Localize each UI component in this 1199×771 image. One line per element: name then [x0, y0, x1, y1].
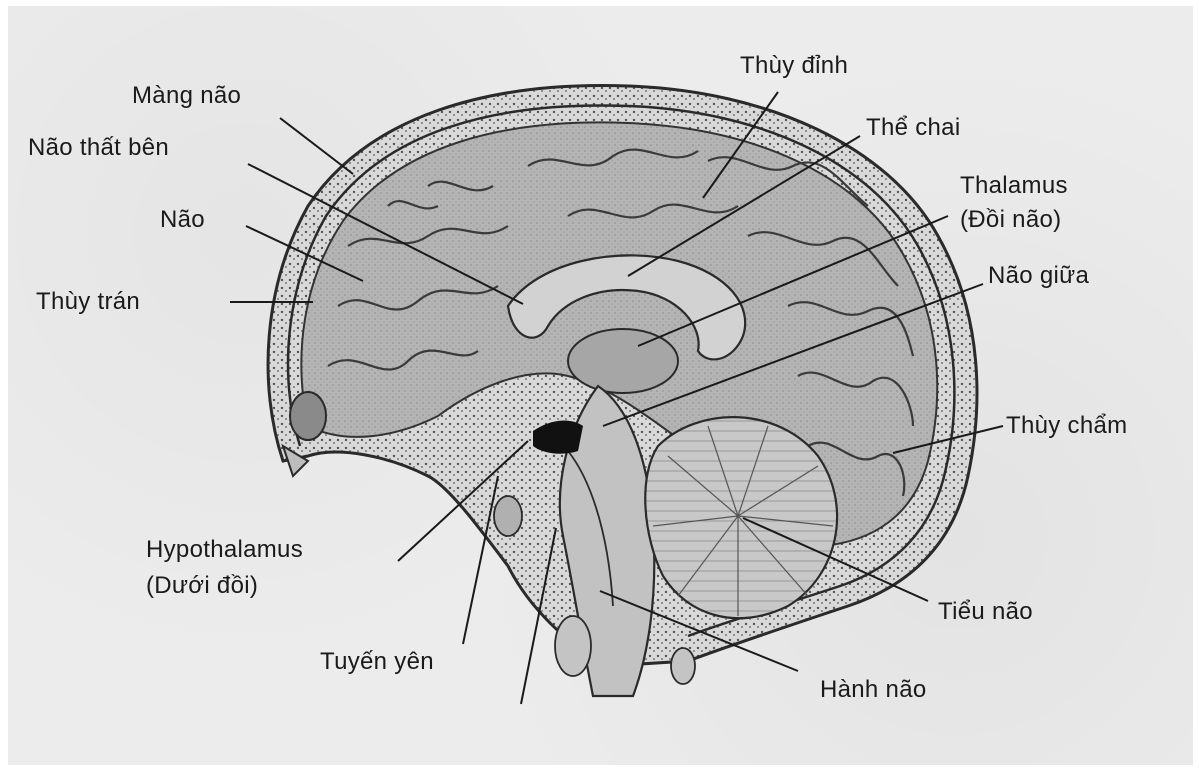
label-thuy-dinh: Thùy đỉnh: [740, 52, 848, 80]
label-thuy-tran: Thùy trán: [36, 288, 140, 316]
diagram-page: Màng não Não thất bên Não Thùy trán Thùy…: [8, 6, 1193, 765]
label-hypothalamus-vn: (Dưới đồi): [146, 572, 258, 600]
label-hanh-nao: Hành não: [820, 676, 927, 704]
label-mang-nao: Màng não: [132, 82, 241, 110]
frontal-sinus: [290, 392, 326, 440]
label-nao-that-ben: Não thất bên: [28, 134, 169, 162]
label-nao: Não: [160, 206, 205, 234]
label-thalamus: Thalamus: [960, 172, 1068, 200]
label-nao-giua: Não giữa: [988, 262, 1089, 290]
label-tuyen-yen: Tuyến yên: [320, 648, 434, 676]
label-the-chai: Thể chai: [866, 114, 960, 142]
label-hypothalamus: Hypothalamus: [146, 536, 303, 564]
label-thuy-cham: Thùy chẩm: [1006, 412, 1127, 440]
leader-mang-nao: [280, 118, 353, 174]
brain-illustration: [8, 6, 1193, 765]
label-thalamus-vn: (Đồi não): [960, 206, 1061, 234]
label-tieu-nao: Tiểu não: [938, 598, 1033, 626]
thalamus-shape: [568, 329, 678, 393]
cerebellum-shape: [645, 417, 837, 618]
